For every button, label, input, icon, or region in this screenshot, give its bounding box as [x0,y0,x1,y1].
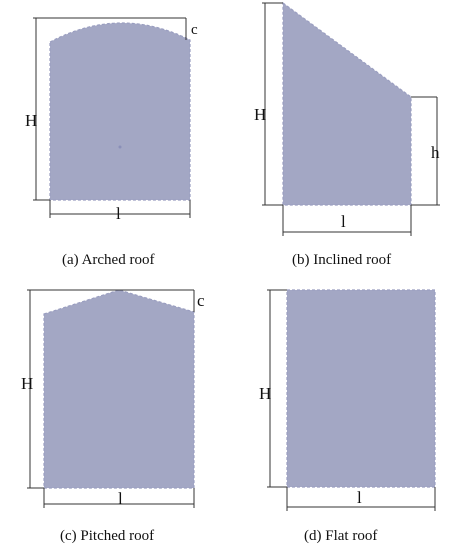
inclined-roof-shape [282,1,412,206]
caption-flat-roof: (d) Flat roof [304,528,377,544]
pitched-roof-shape [43,289,195,489]
height-label: H [254,105,266,124]
flat-roof-shape [286,289,436,488]
rise-label: c [197,291,205,310]
panel-pitched-roof: H c l (c) Pitched roof [21,289,205,544]
panel-arched-roof: H c l (a) Arched roof [25,17,198,268]
height-label: H [21,374,33,393]
width-label: l [341,212,346,231]
rise-label: c [191,22,198,38]
width-label: l [118,489,123,508]
width-label: l [116,204,121,223]
caption-pitched-roof: (c) Pitched roof [60,528,154,544]
panel-flat-roof: H l (d) Flat roof [259,289,436,544]
width-label: l [357,488,362,507]
arched-roof-shape [49,22,191,201]
panel-inclined-roof: H h l (b) Inclined roof [254,1,440,268]
low-height-label: h [431,143,440,162]
caption-arched-roof: (a) Arched roof [62,252,154,268]
height-label: H [25,111,37,130]
caption-inclined-roof: (b) Inclined roof [292,252,391,268]
height-label: H [259,384,271,403]
center-dot [118,145,122,149]
